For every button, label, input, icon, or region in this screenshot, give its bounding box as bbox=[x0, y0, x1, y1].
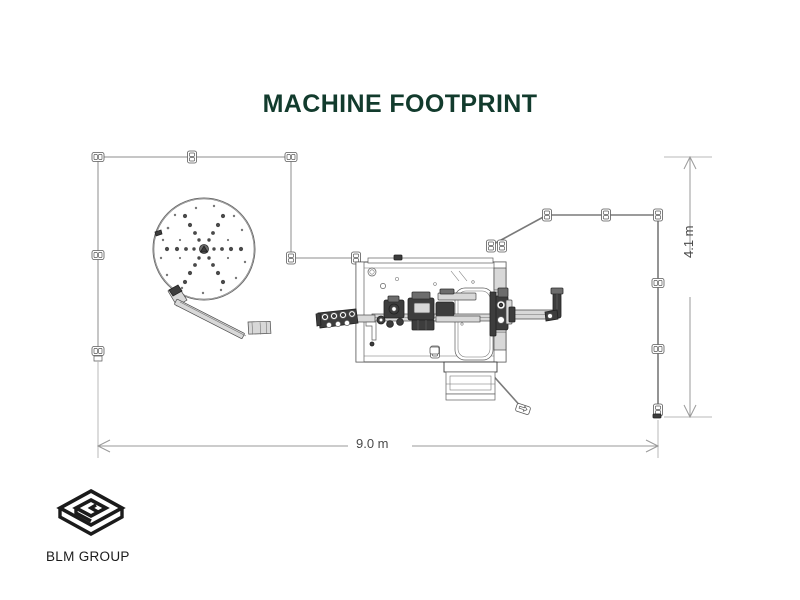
fence-post bbox=[286, 251, 296, 265]
dimension-horizontal bbox=[96, 360, 660, 458]
fence-post bbox=[651, 278, 665, 288]
fence-post bbox=[601, 208, 611, 222]
safety-fence-left bbox=[91, 150, 361, 362]
blm-group-logo-text: BLM GROUP bbox=[46, 549, 130, 564]
control-cabinet bbox=[443, 361, 498, 401]
blm-group-logo: BLM GROUP bbox=[44, 487, 174, 572]
fence-post bbox=[91, 346, 105, 356]
fence-post bbox=[542, 208, 552, 222]
fence-post bbox=[486, 239, 496, 253]
dimension-vertical bbox=[664, 155, 712, 419]
bending-head bbox=[489, 287, 513, 337]
dimension-width-label: 9.0 m bbox=[356, 436, 389, 451]
coil-decoiler bbox=[152, 197, 272, 339]
loading-magazine bbox=[315, 308, 376, 329]
fence-post bbox=[284, 152, 298, 162]
tube-bending-machine bbox=[315, 254, 564, 401]
unloading-arm bbox=[508, 287, 564, 323]
fence-post bbox=[653, 208, 663, 222]
page-title: MACHINE FOOTPRINT bbox=[262, 90, 538, 118]
fence-post bbox=[651, 344, 665, 354]
fence-post bbox=[187, 150, 197, 164]
blm-spiral-diamond-icon bbox=[56, 488, 126, 536]
fence-post bbox=[497, 239, 507, 253]
fence-post bbox=[91, 250, 105, 260]
fence-post bbox=[91, 152, 105, 162]
dimension-height-label: 4.1 m bbox=[681, 225, 696, 258]
